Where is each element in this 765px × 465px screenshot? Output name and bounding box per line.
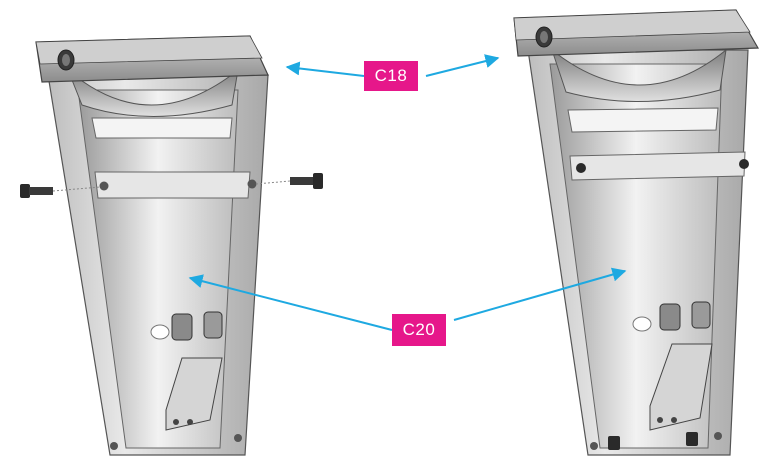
left-screw-right [290, 173, 323, 189]
left-screw-left [20, 184, 53, 198]
left-lower-hole-1 [173, 419, 179, 425]
left-crossbar [91, 117, 233, 139]
left-assembly [20, 35, 323, 456]
callout-c20: C20 [392, 314, 446, 346]
callout-c18: C18 [364, 61, 418, 91]
right-lower-bracket [649, 343, 713, 431]
arrow-c20-right [453, 267, 627, 321]
right-knob-2 [691, 301, 711, 329]
right-lower-hole-1 [657, 417, 663, 423]
left-bracket-hole-right [247, 179, 257, 189]
right-foot-nut-left [608, 436, 620, 450]
left-knob-1 [171, 313, 193, 341]
left-top-hole-inner [62, 54, 70, 66]
left-knob-2 [203, 311, 223, 339]
left-lower-hole-2 [187, 419, 193, 425]
arrow-c20-left [188, 274, 393, 331]
left-foot-hole-right [234, 434, 242, 442]
right-knob-1 [659, 303, 681, 331]
right-screw-left [576, 163, 586, 173]
right-assembly [513, 9, 760, 456]
right-foot-nut-right [686, 432, 698, 446]
right-cup [550, 48, 727, 103]
right-crossbar [567, 107, 719, 133]
right-top-hole-inner [540, 31, 548, 43]
left-top-face [35, 35, 263, 65]
left-foot-hole-left [110, 442, 118, 450]
arrow-c18-left [285, 61, 365, 77]
left-bracket [94, 171, 251, 199]
left-knob-dot [150, 324, 170, 340]
right-foot-hole-left [590, 442, 598, 450]
arrow-c18-right [425, 54, 500, 77]
left-screw-guide-right [255, 180, 291, 185]
right-knob-dot [632, 316, 652, 332]
right-bracket [569, 151, 746, 181]
right-screw-right [739, 159, 749, 169]
left-bracket-hole-left [99, 181, 109, 191]
right-lower-hole-2 [671, 417, 677, 423]
right-top-face [513, 9, 751, 41]
right-foot-hole-right [714, 432, 722, 440]
left-lower-bracket [165, 357, 223, 431]
